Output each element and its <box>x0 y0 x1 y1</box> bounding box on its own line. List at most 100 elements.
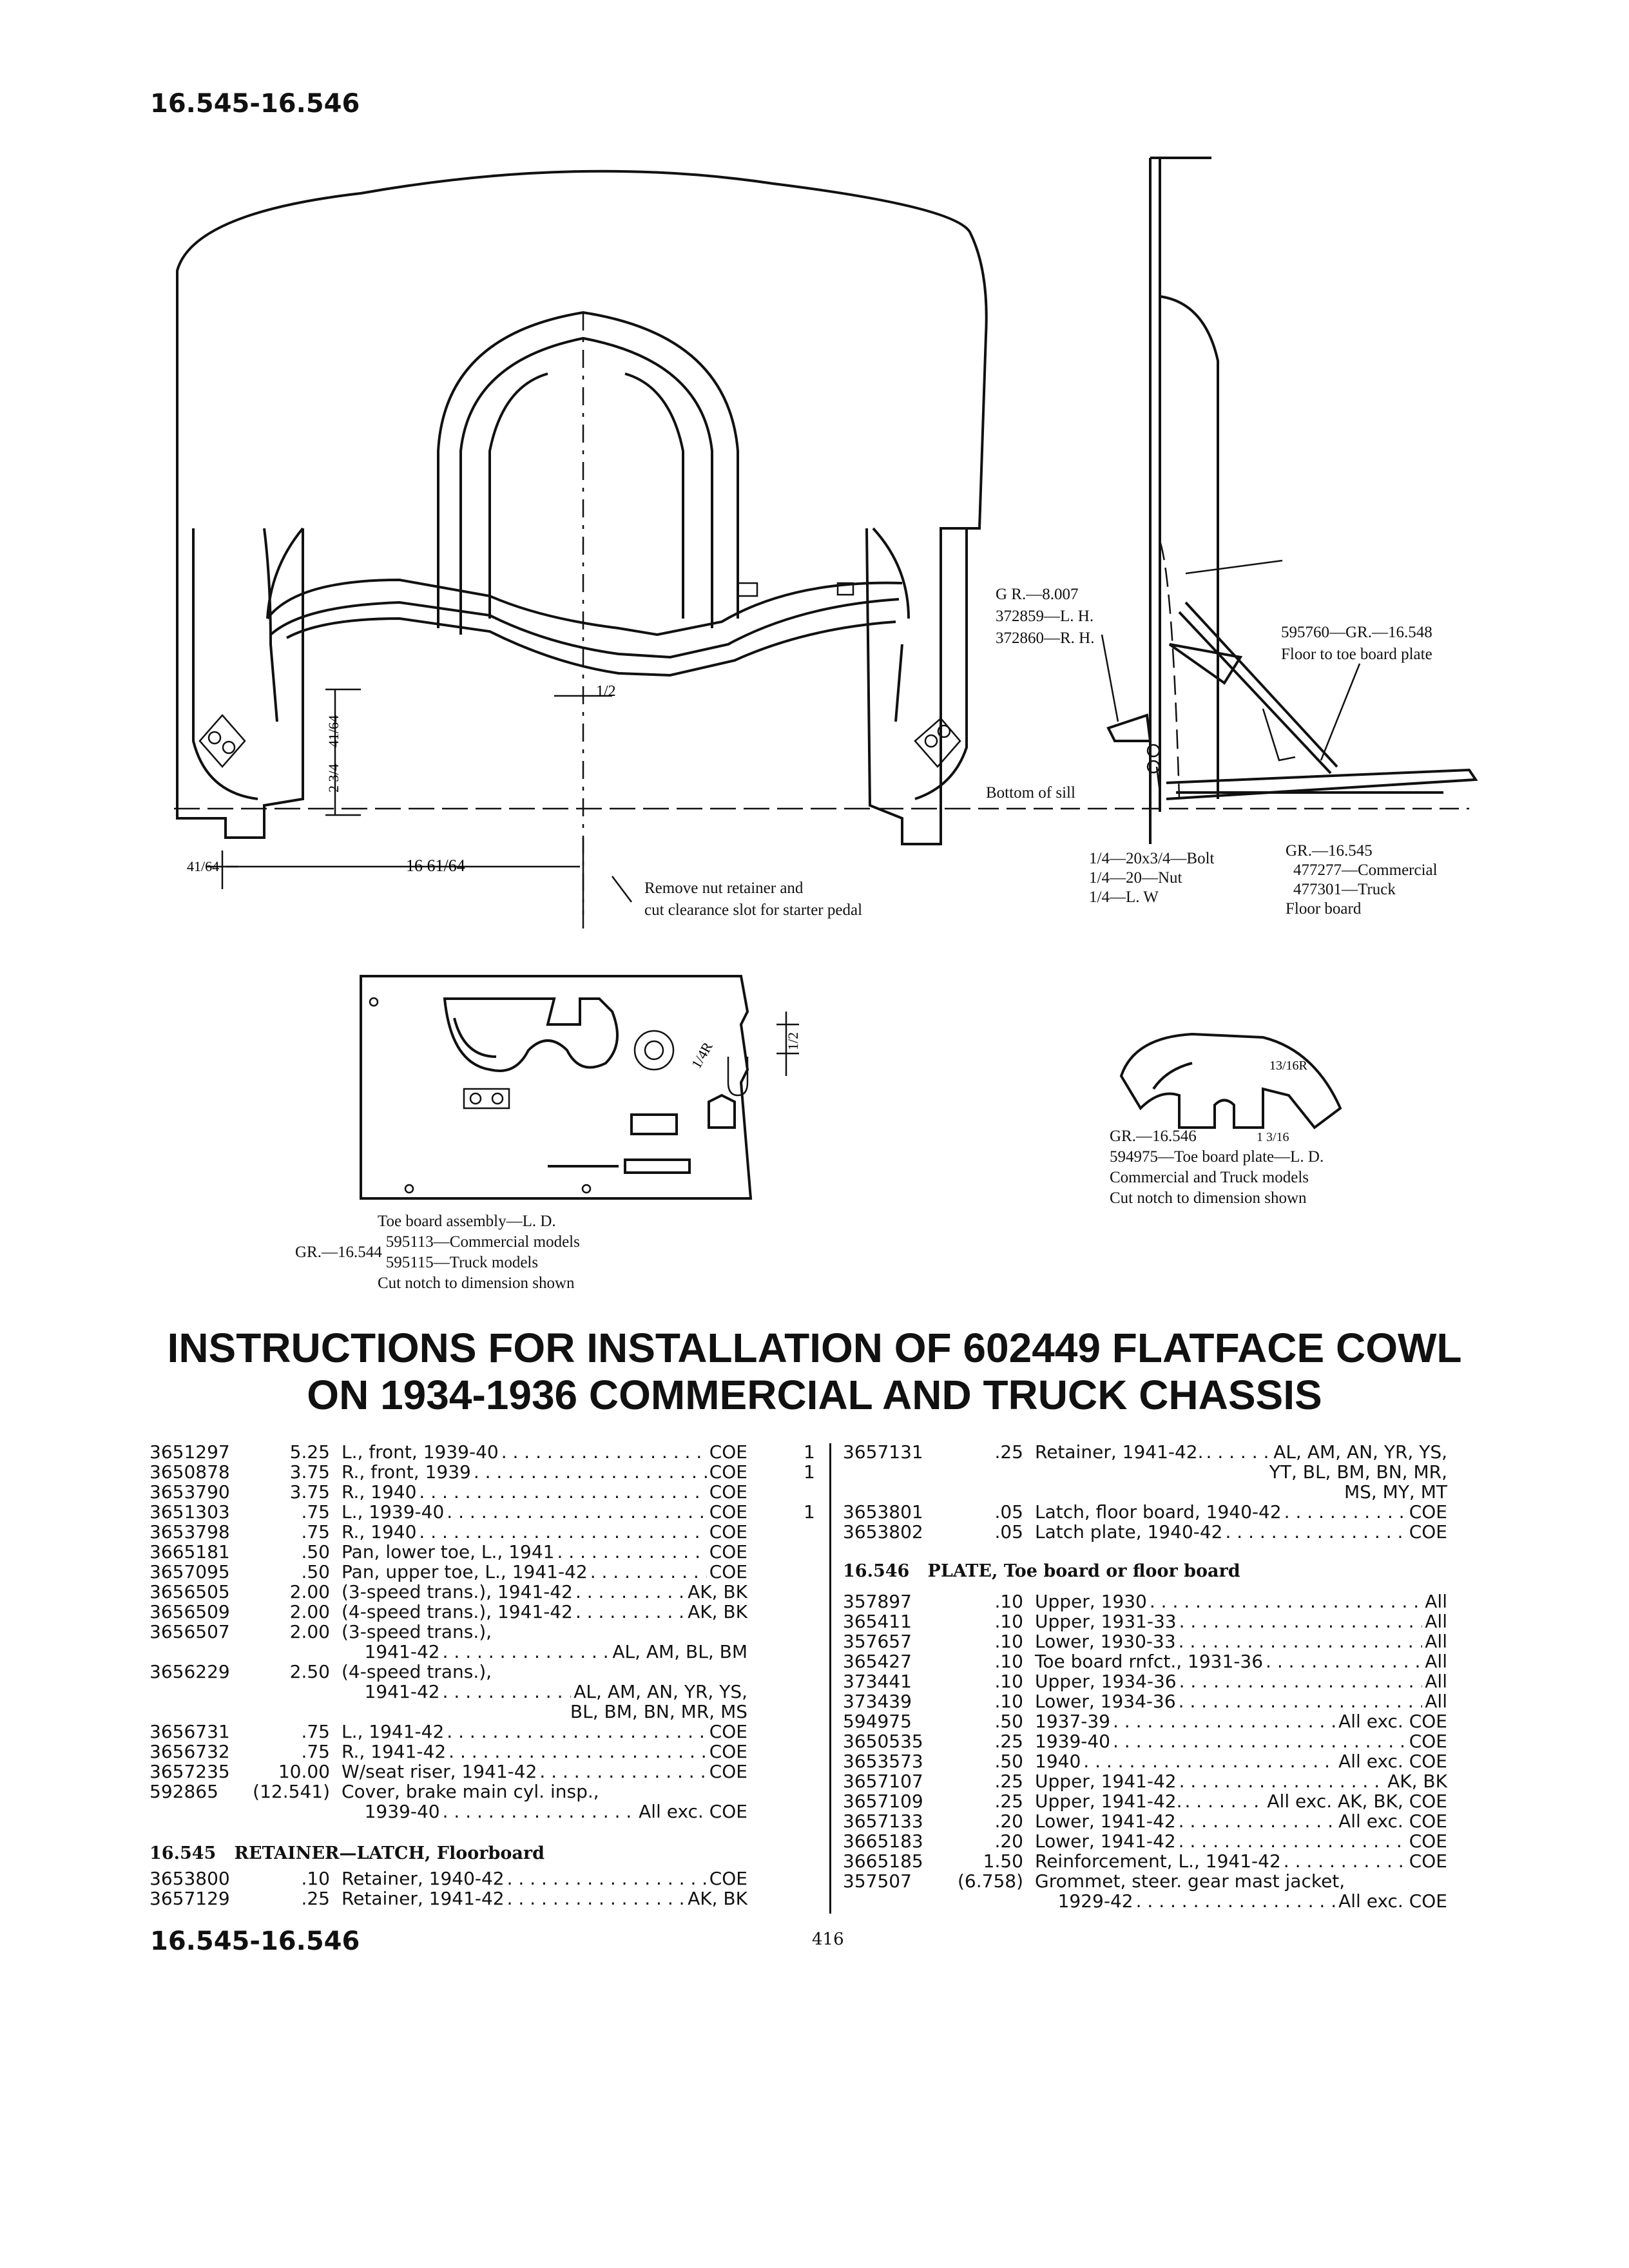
part-price: (6.758) <box>957 1870 1023 1892</box>
part-description: Lower, 1941-42. . . . . . . . . . . . . … <box>1035 1811 1447 1831</box>
dot-leader: . . . . . . . . . . . . . . . . . . . . … <box>448 1742 707 1762</box>
description-text: 1941-42 <box>342 1681 440 1702</box>
model-codes: All exc. COE <box>1338 1711 1447 1732</box>
description-text: Reinforcement, L., 1941-42 <box>1035 1850 1281 1872</box>
table-row: 357507(6.758)Grommet, steer. gear mast j… <box>843 1871 1447 1891</box>
description-text: Lower, 1934-36 <box>1035 1691 1176 1712</box>
part-description: YT, BL, BM, BN, MR, <box>1035 1462 1447 1482</box>
table-row: 1941-42. . . . . . . . . . . . . . . . .… <box>149 1642 747 1662</box>
part-price: 2.00 <box>289 1621 330 1642</box>
part-number: 3651303 <box>149 1501 230 1523</box>
part-description: MS, MY, MT <box>1035 1482 1447 1502</box>
toe-board-caption: Toe board assembly—L. D. GR.—16.544 5951… <box>295 1211 580 1294</box>
gr-16548-line2: Floor to toe board plate <box>1281 646 1432 663</box>
gr-8007-line1: G R.—8.007 <box>996 586 1079 603</box>
part-description: Retainer, 1940-42. . . . . . . . . . . .… <box>342 1869 747 1888</box>
part-number: 3656509 <box>149 1601 230 1622</box>
part-description: L., 1939-40. . . . . . . . . . . . . . .… <box>342 1502 747 1522</box>
part-price: .25 <box>994 1441 1023 1463</box>
toe-caption-line3: 595115—Truck models <box>385 1254 539 1271</box>
part-number: 3656229 <box>149 1661 230 1682</box>
part-price: .25 <box>994 1731 1023 1752</box>
model-codes: AK, BK <box>688 1581 747 1602</box>
description-text: R., 1941-42 <box>342 1741 447 1762</box>
part-description: L., 1941-42. . . . . . . . . . . . . . .… <box>342 1722 747 1742</box>
part-description: R., 1940. . . . . . . . . . . . . . . . … <box>342 1482 747 1502</box>
gr-16546-line4: Cut notch to dimension shown <box>1110 1189 1307 1207</box>
toe-caption-line2: 595113—Commercial models <box>385 1233 580 1251</box>
part-price: 2.00 <box>289 1601 330 1622</box>
model-codes: All <box>1425 1671 1447 1692</box>
part-number: 3657235 <box>149 1761 230 1782</box>
part-description: Pan, upper toe, L., 1941-42. . . . . . .… <box>342 1562 747 1582</box>
part-number: 3657107 <box>843 1771 923 1792</box>
description-text: 1939-40 <box>1035 1731 1110 1752</box>
dot-leader: . . . . . . . . . . . . . . . . . . . . … <box>575 1602 685 1622</box>
model-codes: COE <box>709 1561 747 1582</box>
part-description: Upper, 1934-36. . . . . . . . . . . . . … <box>1035 1671 1447 1691</box>
description-text: R., 1940 <box>342 1521 417 1542</box>
model-codes: YT, BL, BM, BN, MR, <box>1269 1461 1447 1483</box>
part-number: 3665185 <box>843 1850 923 1872</box>
part-price: .25 <box>301 1888 330 1909</box>
side-view-diagram <box>979 157 1478 844</box>
part-number <box>843 1462 940 1482</box>
model-codes: AK, BK <box>1387 1771 1447 1792</box>
remove-note-line2: cut clearance slot for starter pedal <box>644 901 863 919</box>
table-row: 3651303 .75 L., 1939-40. . . . . . . . . .… <box>149 1502 747 1522</box>
part-price: 3.75 <box>289 1481 330 1503</box>
part-description: (3-speed trans.), 1941-42. . . . . . . .… <box>342 1582 747 1602</box>
dot-leader: . . . . . . . . . . . . . . . . . . . . … <box>1178 1631 1423 1651</box>
part-description: 1937-39. . . . . . . . . . . . . . . . .… <box>1035 1711 1447 1731</box>
description-text: Toe board rnfct., 1931-36 <box>1035 1651 1264 1672</box>
part-number: 365411 <box>843 1611 912 1632</box>
part-price: .50 <box>994 1751 1023 1772</box>
part-number: 357897 <box>843 1591 912 1612</box>
dot-leader: . . . . . . . . . . . . . . . . . . . . … <box>1113 1711 1336 1731</box>
part-price: 2.00 <box>289 1581 330 1602</box>
part-description: Reinforcement, L., 1941-42. . . . . . . … <box>1035 1851 1447 1871</box>
part-number: 3657129 <box>149 1888 230 1909</box>
table-row: 1939-40. . . . . . . . . . . . . . . . .… <box>149 1802 747 1821</box>
dot-leader: . . . . . . . . . . . . . . . . . . . . … <box>473 1462 707 1482</box>
description-text: Lower, 1941-42 <box>1035 1831 1176 1852</box>
model-codes: AL, AM, AN, YR, YS, <box>1273 1441 1447 1463</box>
part-number: 3656731 <box>149 1721 230 1742</box>
part-number: 3650535 <box>843 1731 923 1752</box>
part-description: Upper, 1930. . . . . . . . . . . . . . .… <box>1035 1591 1447 1611</box>
model-codes: COE <box>709 1481 747 1503</box>
part-price: .10 <box>994 1631 1023 1652</box>
part-description: 1941-42. . . . . . . . . . . . . . . . .… <box>342 1642 747 1662</box>
part-description: Pan, lower toe, L., 1941. . . . . . . . … <box>342 1542 747 1562</box>
dot-leader: . . . . . . . . . . . . . . . . . . . . … <box>442 1682 572 1702</box>
part-price <box>940 1891 1035 1911</box>
description-text: 1939-40 <box>342 1801 440 1822</box>
part-number: 594975 <box>843 1711 912 1732</box>
gr-16546-label: GR.—16.546 594975—Toe board plate—L. D. … <box>1110 1126 1324 1209</box>
part-price <box>940 1462 1035 1482</box>
description-text: (4-speed trans.), <box>342 1661 492 1682</box>
toe-caption-line1: Toe board assembly—L. D. <box>378 1213 556 1230</box>
part-number: 3653802 <box>843 1521 923 1542</box>
part-number: 3665183 <box>843 1831 923 1852</box>
gr-8007-line3: 372860—R. H. <box>996 629 1095 647</box>
model-codes: All <box>1425 1691 1447 1712</box>
part-price: .75 <box>301 1501 330 1523</box>
qty-value: 1 <box>804 1461 815 1483</box>
section-16546-title: PLATE, Toe board or floor board <box>927 1561 1240 1581</box>
